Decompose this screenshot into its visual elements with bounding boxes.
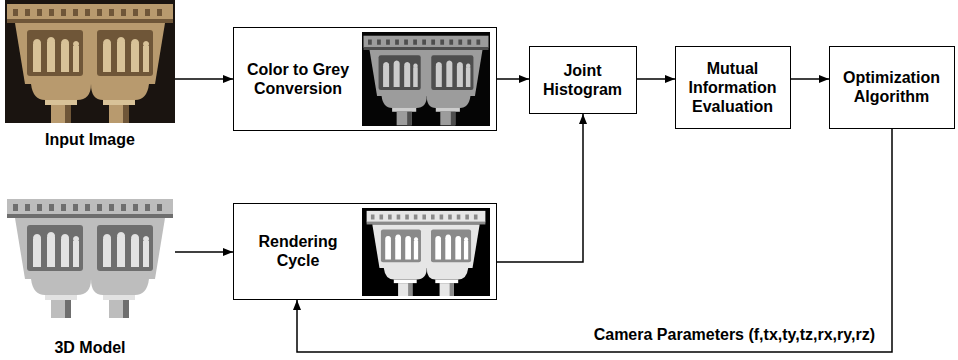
image-node: 3D Model	[5, 193, 175, 360]
process-box: Optimization Algorithm	[829, 46, 955, 129]
edge-label: Camera Parameters (f,tx,ty,tz,rx,ry,rz)	[591, 325, 878, 344]
image-caption: Input Image	[45, 130, 135, 149]
text-region: Optimization Algorithm	[830, 47, 953, 127]
text-region: Input Image	[5, 125, 175, 154]
process-box: Rendering Cycle	[233, 203, 497, 300]
flow-arrow	[175, 78, 233, 80]
text-region: Rendering Cycle	[234, 204, 362, 298]
box-label: Joint Histogram	[536, 61, 629, 99]
grey-image-ground	[362, 32, 490, 126]
flow-arrow	[297, 129, 892, 352]
box-label: Optimization Algorithm	[836, 68, 947, 106]
capital-model	[7, 199, 173, 318]
flow-arrow	[497, 78, 529, 80]
flow-arrow	[791, 78, 829, 80]
photo-ground	[5, 0, 175, 123]
render-ground	[362, 208, 490, 296]
process-box: Joint Histogram	[529, 46, 637, 114]
flow-arrow	[637, 78, 675, 80]
capital-grey	[364, 36, 489, 126]
text-region: Mutual Information Evaluation	[676, 47, 789, 127]
box-label: Mutual Information Evaluation	[682, 59, 783, 116]
box-label: Rendering Cycle	[240, 232, 356, 270]
box-label: Color to Grey Conversion	[240, 60, 356, 98]
flow-arrow	[497, 114, 583, 262]
capital-photo	[7, 4, 173, 123]
text-region: Color to Grey Conversion	[234, 28, 362, 129]
text-region: Joint Histogram	[530, 47, 635, 112]
image-caption: 3D Model	[54, 338, 125, 357]
capital-render	[367, 211, 486, 296]
image-node: Input Image	[5, 0, 175, 154]
model-ground	[5, 193, 175, 320]
process-box: Color to Grey Conversion	[233, 27, 497, 131]
process-box: Mutual Information Evaluation	[675, 46, 791, 129]
flow-arrow	[175, 251, 233, 253]
text-region: 3D Model	[5, 333, 175, 360]
